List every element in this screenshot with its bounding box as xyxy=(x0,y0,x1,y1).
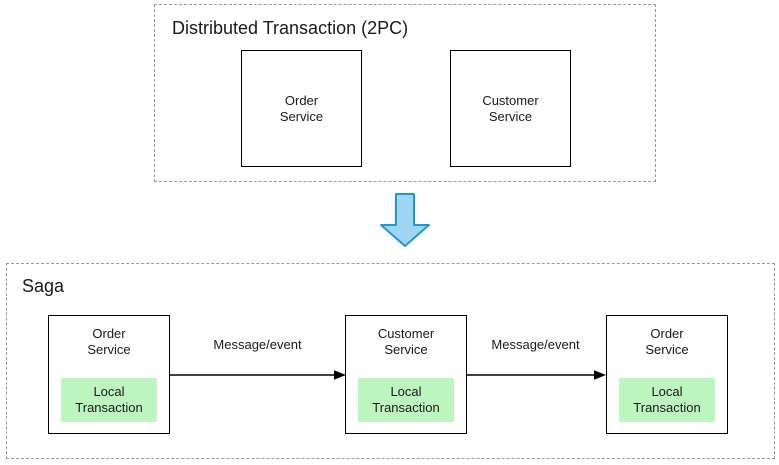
top-box-customer-service[interactable]: Customer Service xyxy=(450,50,571,167)
local-transaction-label: Local Transaction xyxy=(372,384,440,415)
saga-box-order-service[interactable]: Order Service Local Transaction xyxy=(48,315,170,434)
down-arrow-svg xyxy=(380,193,430,247)
saga-box-order-service-chip: Local Transaction xyxy=(61,378,157,422)
saga-group xyxy=(6,263,775,459)
flow-arrow-svg xyxy=(467,370,606,380)
saga-box-order-service-2-label: Order Service xyxy=(645,326,689,357)
top-box-order-service[interactable]: Order Service xyxy=(241,50,362,167)
top-box-order-service-label: Order Service xyxy=(279,93,324,124)
flow-arrow-svg xyxy=(170,370,346,380)
flow-arrow-order-to-customer xyxy=(170,368,346,382)
local-transaction-label: Local Transaction xyxy=(75,384,143,415)
saga-box-order-service-2[interactable]: Order Service Local Transaction xyxy=(606,315,728,434)
saga-box-customer-service-label: Customer Service xyxy=(377,326,435,357)
flow-arrow-customer-to-order xyxy=(467,368,606,382)
top-box-customer-service-label: Customer Service xyxy=(482,93,539,124)
edge-label-customer-to-order: Message/event xyxy=(491,337,580,352)
saga-box-customer-service-chip: Local Transaction xyxy=(358,378,454,422)
saga-box-order-service-label: Order Service xyxy=(87,326,131,357)
saga-box-customer-service[interactable]: Customer Service Local Transaction xyxy=(345,315,467,434)
down-arrow-icon xyxy=(378,193,432,248)
edge-label-order-to-customer: Message/event xyxy=(213,337,302,352)
local-transaction-label: Local Transaction xyxy=(633,384,701,415)
saga-title: Saga xyxy=(22,276,65,296)
distributed-transaction-group xyxy=(154,4,656,182)
distributed-transaction-title: Distributed Transaction (2PC) xyxy=(172,18,409,38)
saga-box-order-service-2-chip: Local Transaction xyxy=(619,378,715,422)
